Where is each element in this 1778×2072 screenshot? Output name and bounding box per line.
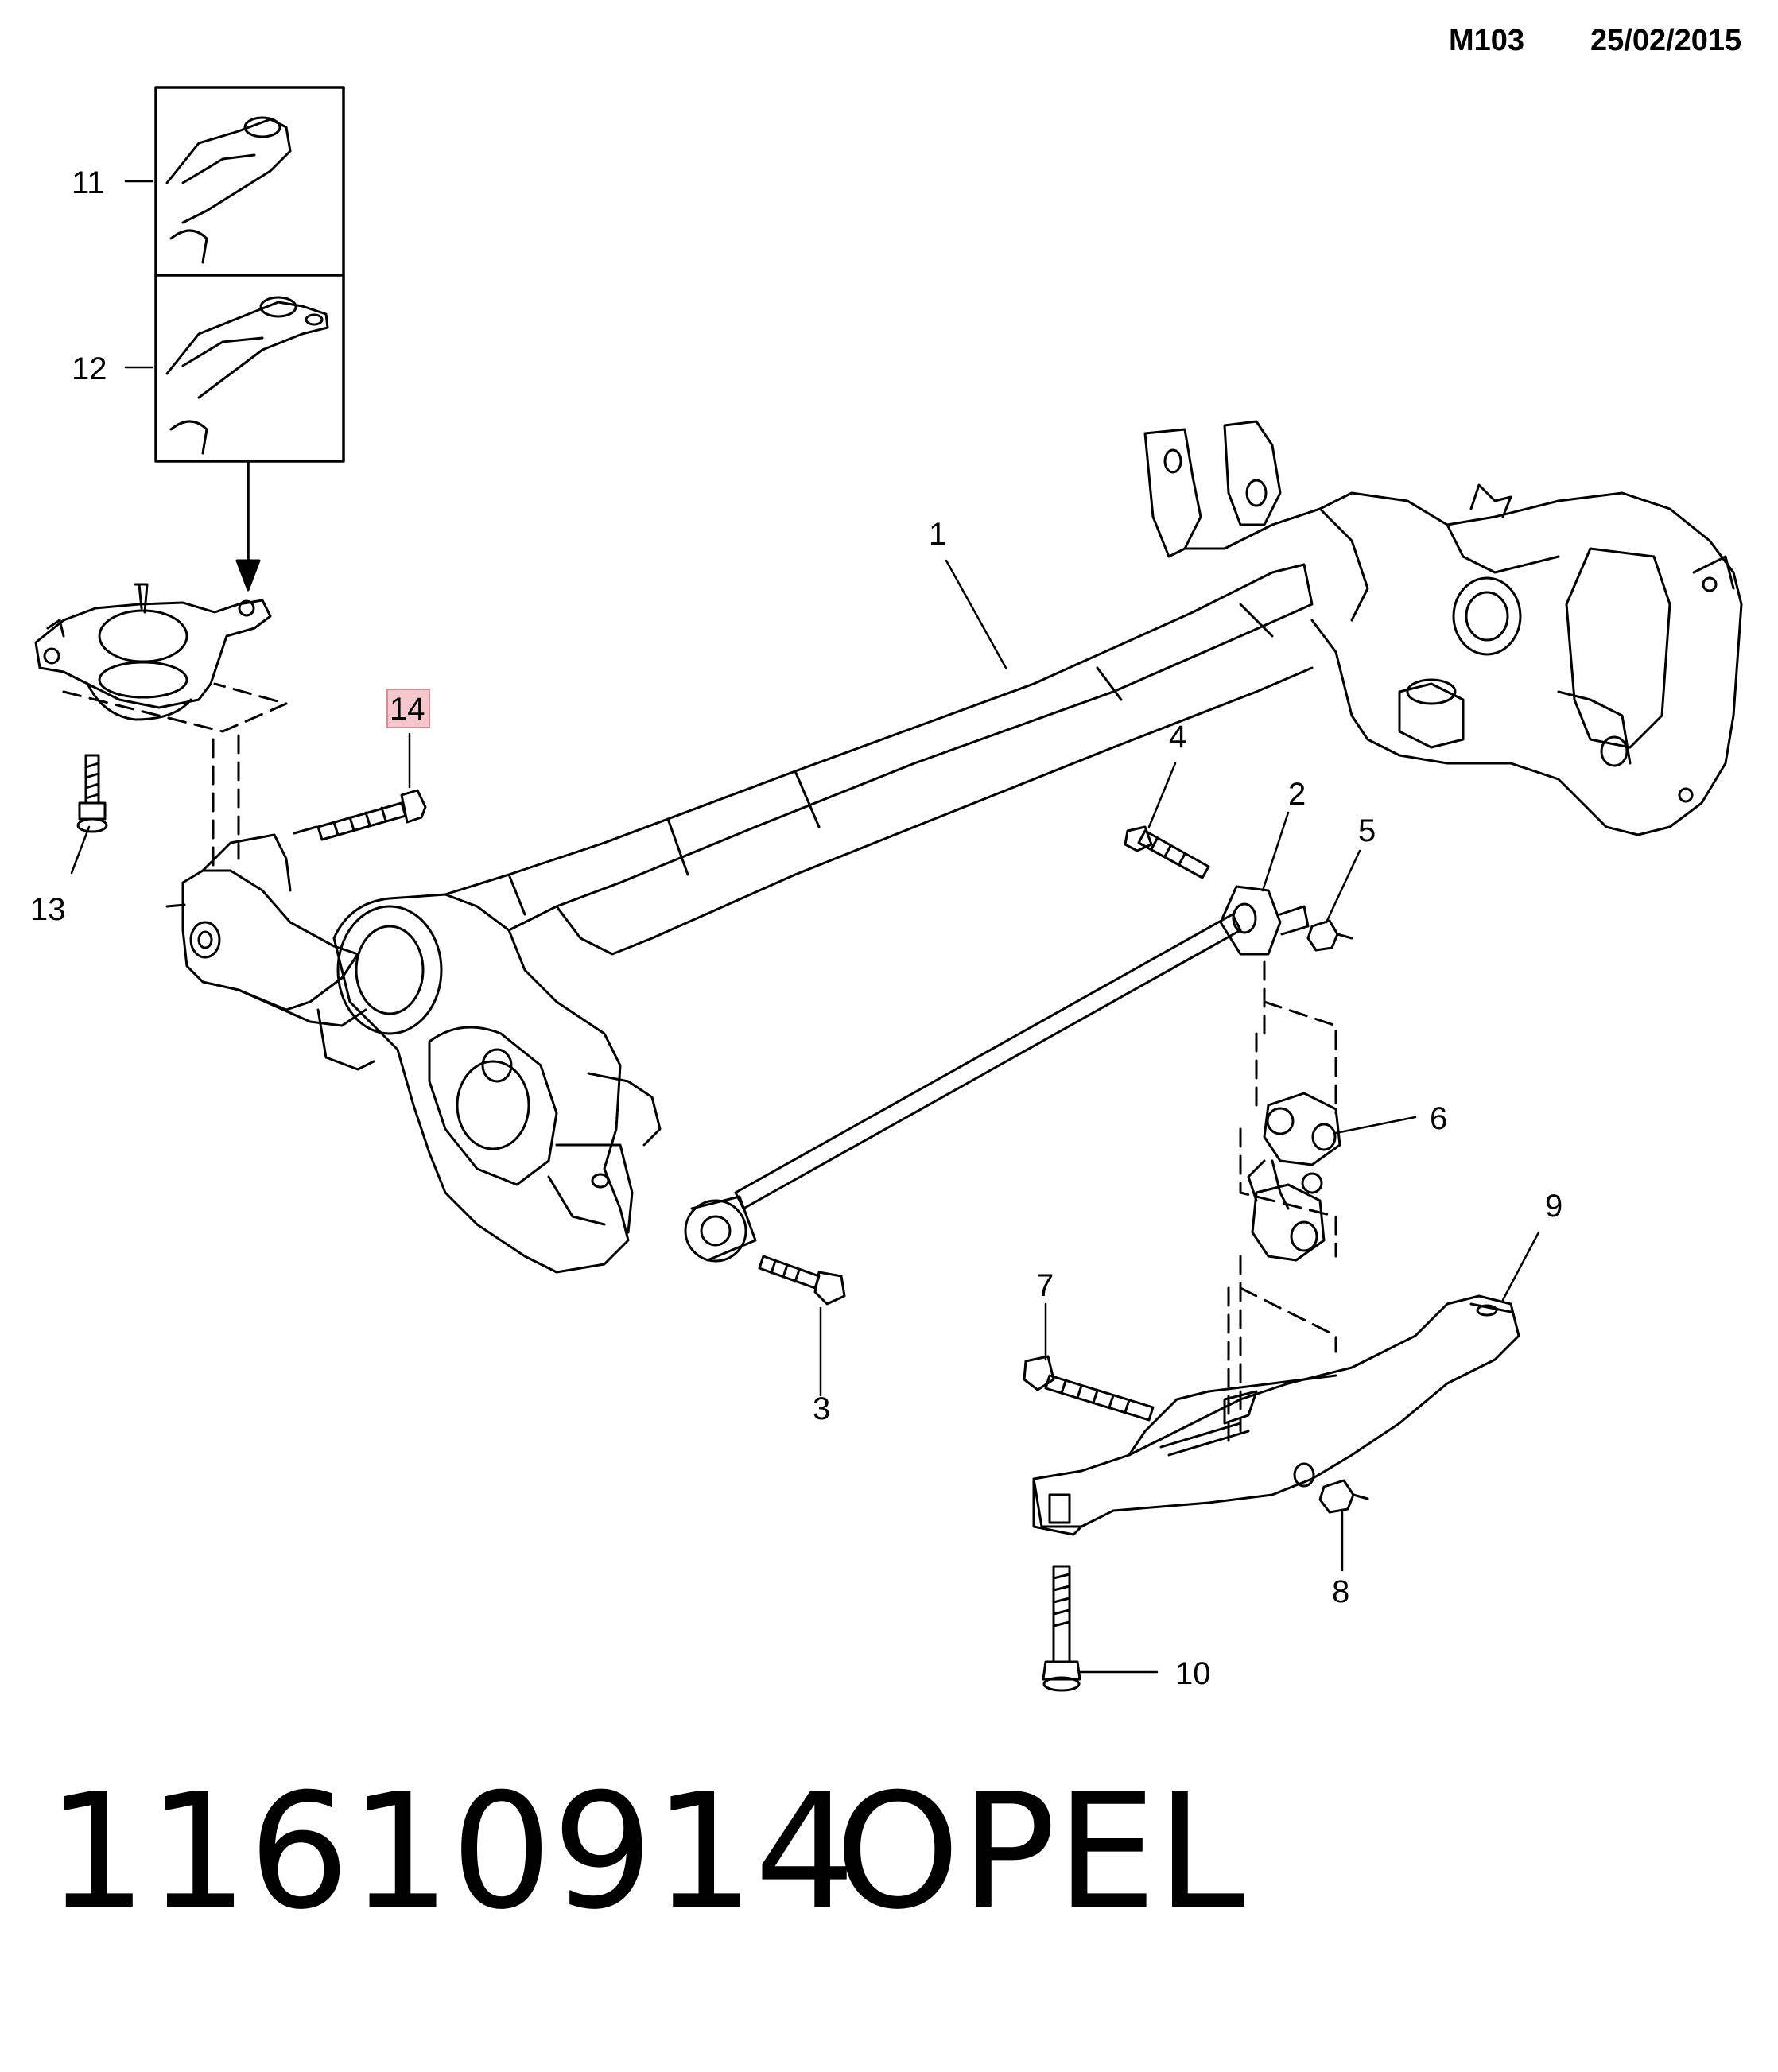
callout-7: 7 (1036, 1268, 1054, 1303)
brand-name: OPEL (835, 1760, 1245, 1945)
callout-12: 12 (72, 351, 107, 386)
body-mount-bracket (34, 583, 272, 721)
inset-box-variants (154, 86, 345, 592)
left-trailing-arm (165, 833, 375, 1071)
nut-5 (1306, 919, 1353, 952)
stabilizer-link (1247, 1092, 1341, 1262)
diagram-date: 25/02/2015 (1590, 24, 1742, 57)
left-hub-knuckle (332, 893, 662, 1274)
mount-guide-lines (62, 682, 288, 876)
callout-13: 13 (30, 892, 66, 927)
callout-1: 1 (929, 517, 946, 552)
callout-10: 10 (1175, 1656, 1211, 1691)
axle-beam (444, 563, 1314, 956)
part-number: 11610914 (46, 1760, 856, 1945)
callout-2: 2 (1288, 777, 1306, 812)
lower-control-arm (1032, 1294, 1520, 1536)
callout-14-highlight (386, 689, 430, 728)
callout-6: 6 (1430, 1101, 1447, 1136)
callout-5: 5 (1358, 813, 1376, 848)
callout-9: 9 (1545, 1189, 1563, 1224)
nut-8 (1318, 1479, 1369, 1514)
callout-3: 3 (813, 1391, 830, 1426)
right-side-frame (1143, 420, 1743, 836)
bolt-4 (1124, 825, 1210, 879)
leader-lines (70, 180, 1540, 1674)
track-rod (684, 885, 1310, 1263)
callout-8: 8 (1332, 1574, 1349, 1609)
callout-11: 11 (72, 165, 105, 200)
bolt-14 (293, 789, 427, 841)
bolt-10 (1042, 1565, 1081, 1692)
callout-14: 14 (390, 692, 425, 727)
bracket-guide-lines (1227, 960, 1337, 1449)
bolt-13 (76, 754, 108, 833)
bolt-7 (1023, 1355, 1155, 1422)
diagram-code: M103 (1449, 24, 1525, 57)
callout-4: 4 (1169, 720, 1186, 755)
callout-labels: 1 2 3 4 5 6 7 8 9 10 11 12 13 14 (30, 165, 1563, 1691)
bolt-3 (758, 1255, 846, 1306)
